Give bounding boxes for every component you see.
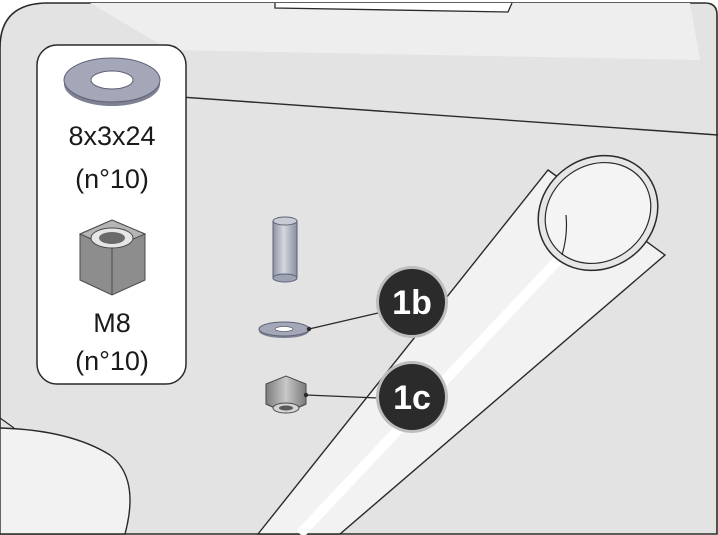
washer-qty-label: (n°10): [75, 164, 149, 194]
washer-size-label: 8x3x24: [68, 121, 155, 151]
pin-icon: [272, 216, 298, 283]
callout-1b-label: 1b: [392, 284, 432, 322]
nut-icon: [78, 219, 147, 296]
leader-line-1c: [305, 394, 379, 399]
top-rail: [90, 3, 700, 60]
base-foot: [0, 427, 131, 535]
leader-dot-1b: [306, 326, 312, 332]
base-edge-line: [0, 417, 15, 429]
nut-qty-label: (n°10): [75, 346, 149, 376]
leader-line-1b: [308, 312, 379, 330]
callout-1c: 1c: [376, 361, 448, 433]
parts-list-panel: [36, 44, 187, 385]
washer-part-icon: [258, 321, 310, 338]
leader-dot-1c: [303, 392, 309, 398]
nut-size-label: M8: [93, 308, 131, 338]
frame-edge-line: [109, 91, 718, 136]
callout-1c-label: 1c: [393, 379, 431, 417]
nut-part-icon: [265, 375, 307, 414]
top-bracket: [274, 2, 513, 13]
callout-1b: 1b: [376, 266, 448, 338]
washer-icon: [63, 57, 161, 106]
tube-end-opening: [537, 154, 659, 272]
